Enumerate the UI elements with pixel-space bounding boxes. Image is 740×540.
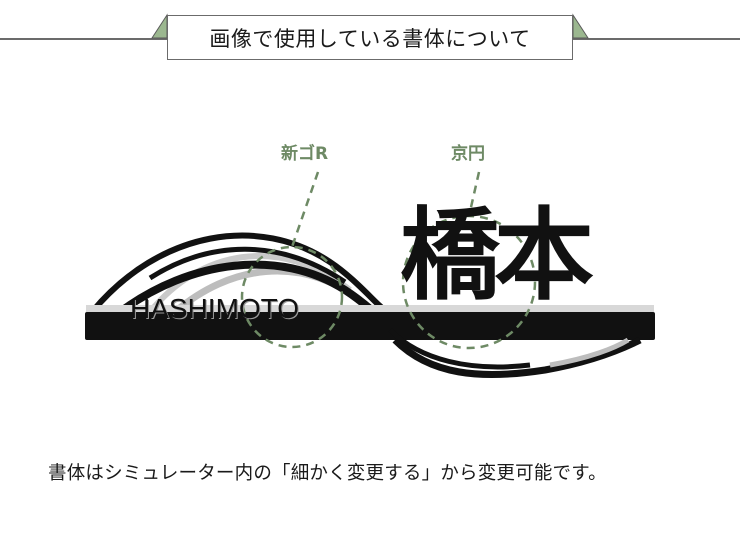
roman-font-label: 新ゴR <box>281 144 329 164</box>
kanji-nameplate-text: 橋本 <box>400 196 594 314</box>
caption-text: 書体はシミュレーター内の「細かく変更する」から変更可能です。 <box>48 463 607 484</box>
kanji-font-label: 京円 <box>451 144 485 164</box>
section-title: 画像で使用している書体について <box>209 26 531 51</box>
roman-nameplate-text: HASHIMOTO <box>130 293 300 324</box>
roman-font-callout-circle <box>240 245 344 349</box>
section-title-box: 画像で使用している書体について <box>167 15 573 60</box>
